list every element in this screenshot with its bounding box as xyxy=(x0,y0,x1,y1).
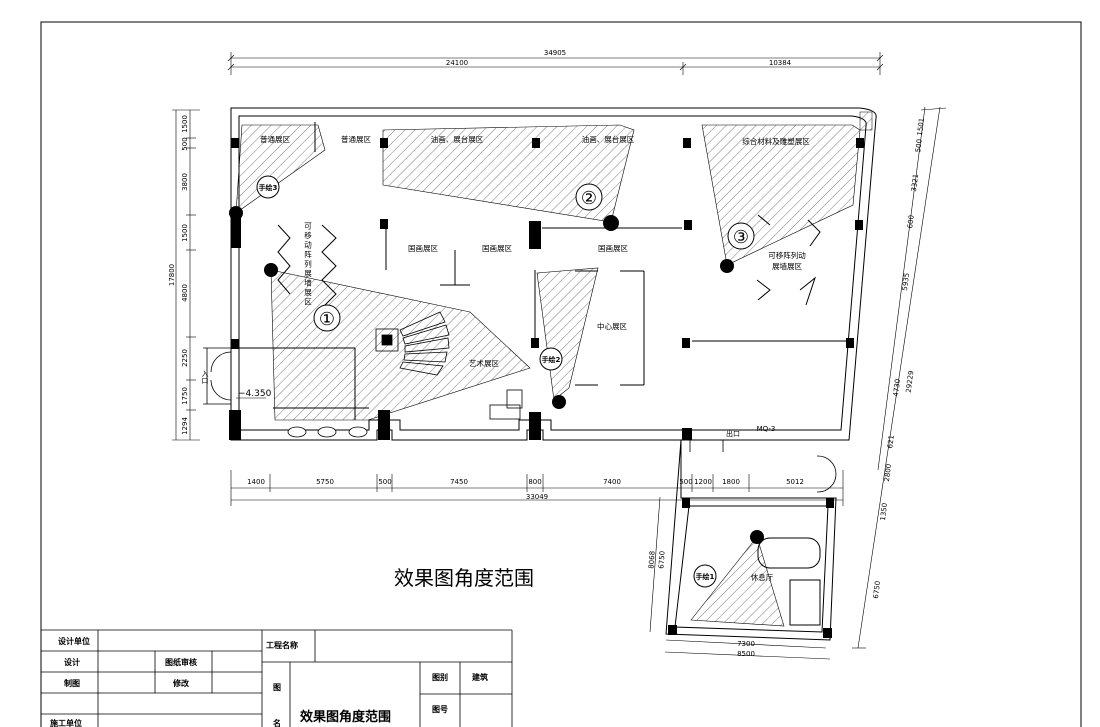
right-dim-6: 4730 xyxy=(892,378,902,397)
tb-project-name: 工程名称 xyxy=(266,640,298,650)
tb-review: 图纸审核 xyxy=(165,657,197,667)
columns xyxy=(229,138,864,440)
tb-design: 设计 xyxy=(64,657,80,667)
annex-columns xyxy=(668,498,834,638)
right-dim-4: 600 xyxy=(906,215,916,229)
right-dim-10: 6750 xyxy=(872,580,882,599)
right-dim-3: 3321 xyxy=(910,173,920,192)
tb-fig: 图 xyxy=(273,683,281,692)
lobby-seats xyxy=(287,426,368,438)
zone-label-13: 展墙展区 xyxy=(772,261,802,271)
art-structure xyxy=(375,311,523,420)
title-block xyxy=(41,629,513,727)
top-dim-2: 10384 xyxy=(769,59,792,67)
corner-hatch xyxy=(859,111,873,131)
annex-dimension-lines xyxy=(649,496,831,660)
sketch-marker-1: 手绘1 xyxy=(696,572,715,581)
view-cones xyxy=(235,124,861,627)
interior-partitions xyxy=(239,122,846,420)
bottom-dim-1: 1400 xyxy=(247,478,265,486)
tb-category-value: 建筑 xyxy=(471,672,488,682)
right-dim-8: 2800 xyxy=(883,463,893,482)
tb-fig-name: 名 xyxy=(273,718,281,727)
bottom-dim-3: 500 xyxy=(378,478,391,486)
bottom-dim-9: 1800 xyxy=(722,478,740,486)
zone-label-1: 普通展区 xyxy=(260,134,290,144)
zone-label-4: 油画、展台展区 xyxy=(582,134,635,144)
right-dim-7: 621 xyxy=(886,435,896,449)
top-dim-1: 24100 xyxy=(446,59,468,67)
right-total-dim: 29229 xyxy=(905,370,916,393)
sheet-border xyxy=(40,21,1082,727)
zone-label-6: 国画展区 xyxy=(408,244,438,253)
left-dim-4: 1500 xyxy=(181,224,189,242)
annex-walls xyxy=(665,439,837,641)
zone-label-14: 休息厅 xyxy=(751,572,774,582)
zone-label-12: 可移阵列动 xyxy=(768,250,806,260)
marker-2: ② xyxy=(581,188,597,209)
top-total-dim: 34905 xyxy=(544,49,566,57)
zone-label-11: 可移动阵列展墙展区 xyxy=(303,222,312,308)
left-dim-2: 500 xyxy=(181,137,189,150)
sketch-marker-2: 手绘2 xyxy=(542,355,561,364)
zone-label-9: 中心展区 xyxy=(597,321,627,331)
tb-category: 图别 xyxy=(432,673,448,682)
zone-label-10: 艺术展区 xyxy=(469,358,499,368)
zone-label-7: 国画展区 xyxy=(482,244,512,253)
mq-label: MQ-3 xyxy=(757,425,776,433)
sketch-marker-3: 手绘3 xyxy=(259,183,278,192)
drawing-title: 效果图角度范围 xyxy=(394,566,534,590)
tb-drawing: 制图 xyxy=(64,678,80,688)
bottom-dim-4: 7450 xyxy=(450,478,468,486)
annex-dim-8500: 8500 xyxy=(737,650,755,658)
viewpoints xyxy=(229,206,764,544)
left-dim-3: 3800 xyxy=(181,173,189,191)
entrance-door xyxy=(203,347,232,405)
left-total-dim: 17800 xyxy=(168,264,176,286)
marker-1: ① xyxy=(319,309,335,330)
tb-construction-unit: 施工单位 xyxy=(50,718,82,727)
annex-dim-7300: 7300 xyxy=(737,640,755,648)
left-dim-1: 1500 xyxy=(181,115,189,133)
annex-dim-6750: 6750 xyxy=(657,551,666,569)
zone-label-2: 普通展区 xyxy=(341,134,371,144)
tb-design-unit: 设计单位 xyxy=(58,636,90,646)
right-dim-9: 1350 xyxy=(879,502,889,521)
exit-label: 出口 xyxy=(726,429,740,438)
bottom-total-dim: 33049 xyxy=(526,493,548,501)
entrance-label: 入口 xyxy=(201,370,209,384)
left-dim-5: 4800 xyxy=(181,284,189,302)
marker-3: ③ xyxy=(733,227,749,248)
left-dim-7: 1750 xyxy=(181,387,189,405)
right-dim-2: 500 xyxy=(914,139,924,153)
zone-label-5: 综合材料及雕塑展区 xyxy=(742,136,810,146)
tb-number: 图号 xyxy=(432,705,448,714)
left-dim-8: 1294 xyxy=(181,417,189,435)
bottom-dimension-lines xyxy=(230,470,844,506)
bottom-dim-5: 800 xyxy=(528,478,541,486)
bottom-dim-2: 5750 xyxy=(316,478,334,486)
bottom-dim-10: 5012 xyxy=(786,478,804,486)
bottom-dim-6: 7400 xyxy=(603,478,621,486)
right-dim-5: 5935 xyxy=(901,272,911,291)
level-label: −4.350 xyxy=(238,389,272,399)
zone-label-8: 国画展区 xyxy=(598,244,628,253)
right-dim-1: 1501 xyxy=(916,117,926,136)
bottom-dim-8: 1200 xyxy=(694,478,712,486)
marker-circles xyxy=(256,175,755,588)
top-dimension-lines xyxy=(227,52,884,75)
left-dimension-lines xyxy=(172,109,200,441)
tb-drawing-title: 效果图角度范围 xyxy=(300,709,391,725)
exit-door xyxy=(689,440,837,493)
bottom-dim-7: 500 xyxy=(679,478,692,486)
right-dimension-lines xyxy=(852,106,947,649)
left-dim-6: 2250 xyxy=(181,349,189,367)
tb-revise: 修改 xyxy=(172,678,190,688)
annex-dim-8068: 8068 xyxy=(647,551,656,569)
zone-label-3: 油画、展台展区 xyxy=(431,134,484,144)
